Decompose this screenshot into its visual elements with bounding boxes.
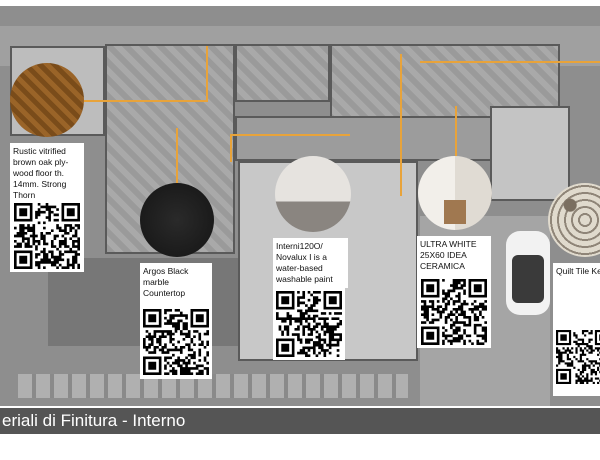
qr-code[interactable]	[10, 200, 84, 272]
living-room	[235, 44, 330, 102]
deck	[18, 374, 408, 398]
leader-line	[455, 106, 457, 164]
title-bar: eriali di Finitura - Interno	[0, 408, 600, 434]
material-label: ULTRA WHITE 25X60 IDEA CERAMICA	[417, 236, 491, 276]
wood-floor-swatch	[10, 63, 84, 137]
patterned-tile-swatch	[548, 183, 600, 257]
leader-line	[230, 134, 350, 136]
bathroom-photo	[418, 156, 492, 230]
bathroom	[490, 106, 570, 201]
black-marble-swatch	[140, 183, 214, 257]
car	[506, 231, 550, 315]
leader-line	[206, 46, 208, 102]
leader-line	[420, 61, 600, 63]
material-label: Rustic vitrified brown oak ply-wood floo…	[10, 143, 84, 200]
qr-code[interactable]	[553, 318, 600, 396]
leader-line	[84, 100, 208, 102]
qr-code[interactable]	[140, 305, 212, 379]
living-room-photo	[275, 156, 351, 232]
leader-line	[230, 136, 232, 162]
material-label: Quilt Tile Ke ton Decor 20 Gres Cemen Ef…	[553, 263, 600, 318]
material-label: Argos Black marble Countertop	[140, 263, 212, 305]
leader-line	[176, 128, 178, 186]
material-label: Interni120O/ Novalux I is a water-based …	[273, 238, 348, 288]
leader-line	[400, 54, 402, 196]
page-title: eriali di Finitura - Interno	[2, 411, 186, 430]
qr-code[interactable]	[417, 276, 491, 348]
qr-code[interactable]	[273, 288, 345, 360]
